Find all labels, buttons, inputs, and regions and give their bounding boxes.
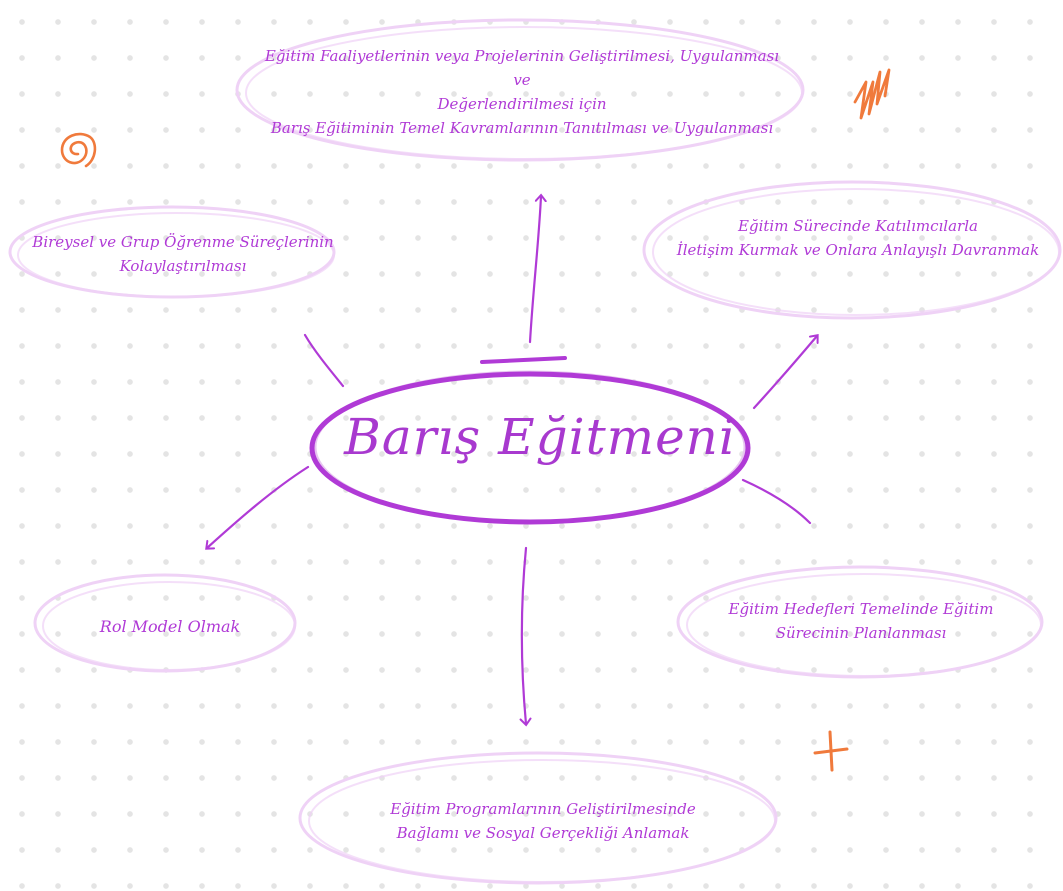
node-top: Eğitim Faaliyetlerinin veya Projelerinin…: [262, 44, 782, 140]
node-lower-left: Rol Model Olmak: [60, 614, 280, 640]
center-oval: [309, 356, 751, 525]
node-top-line-3: Barış Eğitiminin Temel Kavramlarının Tan…: [270, 119, 774, 137]
node-upper-right-line-2: İletişim Kurmak ve Onlara Anlayışlı Davr…: [676, 241, 1040, 259]
node-bottom-line-1: Eğitim Programlarının Geliştirilmesinde: [390, 800, 696, 818]
node-upper-left-line-1: Bireysel ve Grup Öğrenme Süreçlerinin: [32, 233, 334, 251]
node-upper-left-line-2: Kolaylaştırılması: [119, 257, 247, 275]
node-bottom: Eğitim Programlarının Geliştirilmesinde …: [348, 797, 738, 845]
lower-right-node-oval: [676, 565, 1044, 679]
arrow-to-top: [528, 193, 547, 344]
line-to-lower-right: [741, 478, 812, 525]
node-top-line-1: Eğitim Faaliyetlerinin veya Projelerinin…: [264, 47, 780, 89]
spiral-doodle-icon: [60, 132, 97, 168]
center-title: Barış Eğitmeni: [344, 408, 736, 466]
arrow-to-bottom: [519, 546, 532, 727]
node-lower-right: Eğitim Hedefleri Temelinde Eğitim Süreci…: [706, 597, 1016, 645]
arrow-to-upper-right: [752, 334, 819, 410]
upper-right-node-oval: [642, 180, 1062, 320]
sparkle-star-icon: [813, 730, 849, 772]
node-upper-right: Eğitim Sürecinde Katılımcılarla İletişim…: [660, 214, 1056, 262]
upper-left-node-oval: [8, 205, 336, 299]
zigzag-doodle-icon: [853, 68, 891, 120]
node-lower-left-line-1: Rol Model Olmak: [99, 617, 241, 636]
lower-left-node-oval: [33, 573, 297, 673]
node-top-line-2: Değerlendirilmesi için: [437, 95, 607, 113]
node-bottom-line-2: Bağlamı ve Sosyal Gerçekliği Anlamak: [396, 824, 690, 842]
bottom-node-oval: [298, 751, 778, 885]
line-to-upper-left: [303, 333, 345, 388]
top-node-oval: [235, 18, 805, 162]
arrow-to-lower-left: [205, 465, 310, 550]
node-lower-right-line-2: Sürecinin Planlanması: [775, 624, 947, 642]
node-upper-right-line-1: Eğitim Sürecinde Katılımcılarla: [738, 217, 978, 235]
node-lower-right-line-1: Eğitim Hedefleri Temelinde Eğitim: [728, 600, 994, 618]
node-upper-left: Bireysel ve Grup Öğrenme Süreçlerinin Ko…: [18, 230, 348, 278]
